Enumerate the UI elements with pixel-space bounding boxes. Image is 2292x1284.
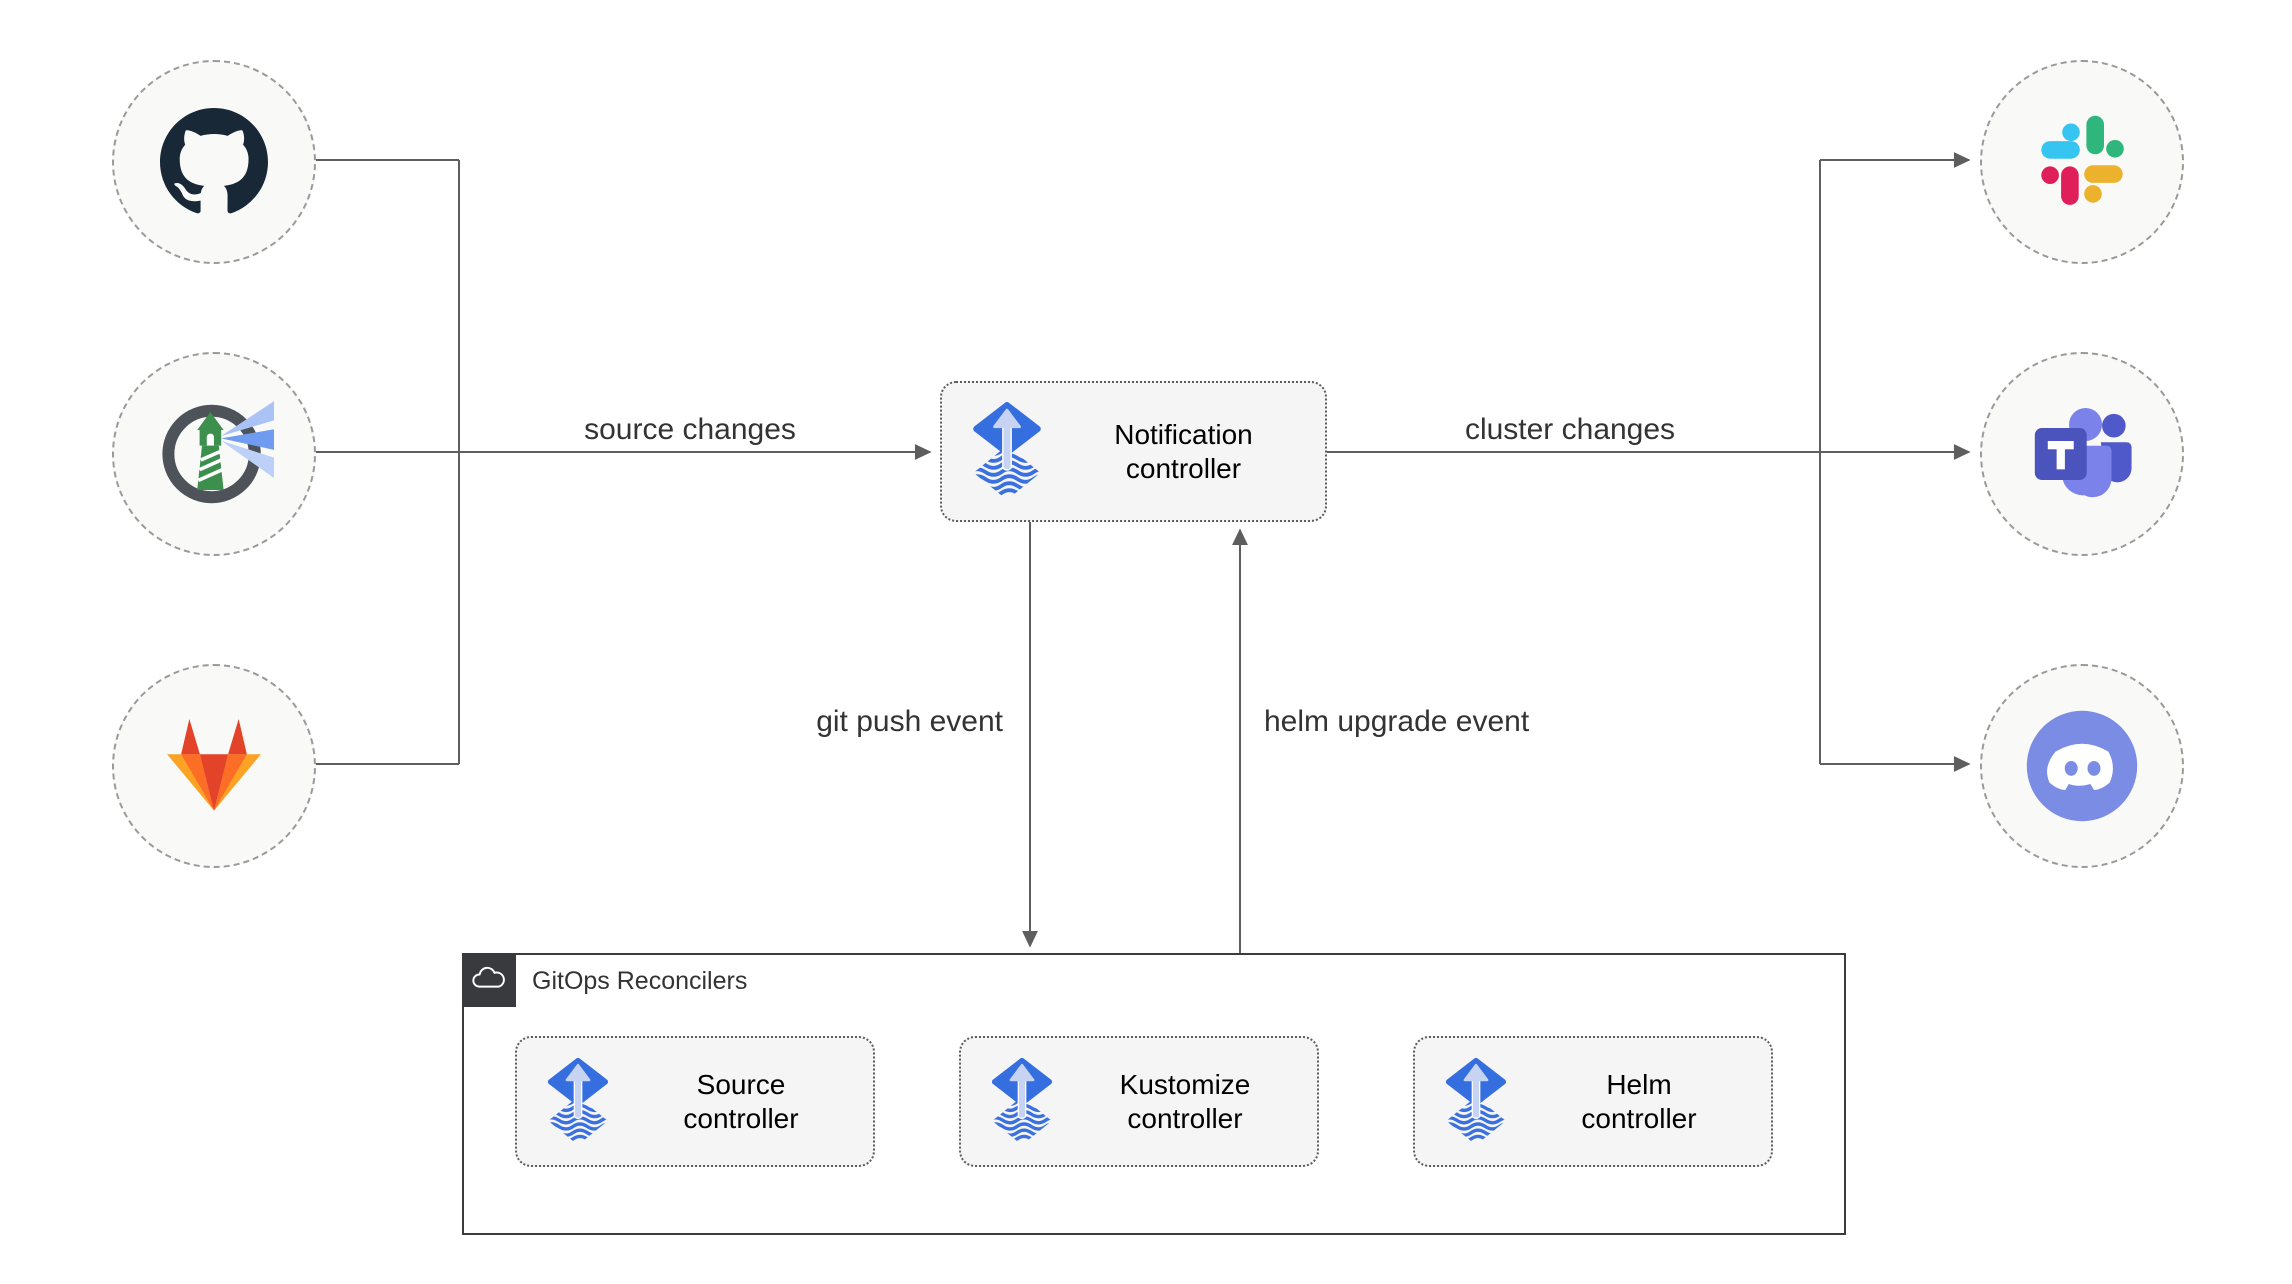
edge-label-git-push-event: git push event	[816, 705, 1003, 738]
source-node-github	[112, 60, 316, 264]
kustomize-controller-label: Kustomize controller	[1119, 1068, 1251, 1134]
edge-label-cluster-changes: cluster changes	[1464, 413, 1676, 446]
edge-label-source-changes: source changes	[584, 413, 796, 446]
flux-icon	[1445, 1057, 1507, 1147]
slack-icon	[2027, 107, 2137, 217]
source-node-harbor	[112, 352, 316, 556]
target-node-slack	[1980, 60, 2184, 264]
edge-label-helm-upgrade-event: helm upgrade event	[1264, 705, 1530, 738]
helm-controller-label: Helm controller	[1581, 1068, 1697, 1134]
discord-icon	[2022, 706, 2142, 826]
target-node-teams	[1980, 352, 2184, 556]
cloud-icon	[467, 958, 511, 1002]
notification-controller-node: Notification controller	[940, 381, 1327, 522]
source-controller-node: Source controller	[515, 1036, 875, 1167]
source-controller-label: Source controller	[683, 1068, 799, 1134]
kustomize-controller-node: Kustomize controller	[959, 1036, 1319, 1167]
helm-controller-node: Helm controller	[1413, 1036, 1773, 1167]
flux-icon	[972, 401, 1042, 502]
gitops-reconcilers-title: GitOps Reconcilers	[532, 967, 748, 995]
github-icon	[160, 108, 268, 216]
gitlab-icon	[155, 712, 273, 820]
target-node-discord	[1980, 664, 2184, 868]
flux-icon	[991, 1057, 1053, 1147]
flux-icon	[547, 1057, 609, 1147]
harbor-lighthouse-icon	[154, 394, 274, 514]
microsoft-teams-icon	[2023, 395, 2141, 513]
gitops-reconcilers-badge	[462, 953, 516, 1007]
notification-controller-label: Notification controller	[1114, 418, 1253, 484]
source-node-gitlab	[112, 664, 316, 868]
